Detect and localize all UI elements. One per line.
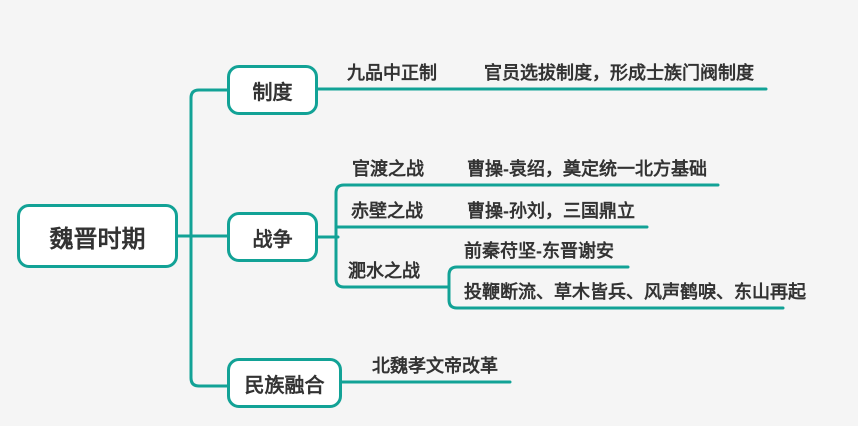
war-bracket-connector [334, 183, 720, 289]
topic-feishui-battle[interactable]: 淝水之战 [348, 261, 420, 281]
branch-node-zhidu[interactable]: 制度 [227, 65, 318, 115]
detail-feishui-idioms[interactable]: 投鞭断流、草木皆兵、风声鹤唳、东山再起 [464, 282, 806, 302]
root-node[interactable]: 魏晋时期 [17, 204, 178, 268]
detail-qianqin-dongjin[interactable]: 前秦苻坚-东晋谢安 [464, 241, 614, 261]
branch-node-minzu-label: 民族融合 [244, 374, 325, 397]
root-node-label: 魏晋时期 [49, 225, 146, 253]
trunk-connector [189, 88, 230, 388]
topic-chibi-battle[interactable]: 赤壁之战 [351, 201, 423, 221]
feishui-children-bracket [447, 265, 785, 310]
branch-node-war[interactable]: 战争 [227, 212, 318, 262]
topic-jiupinzhongzhengzhi[interactable]: 九品中正制 [347, 63, 437, 83]
branch-node-zhidu-label: 制度 [252, 81, 293, 104]
branch-node-war-label: 战争 [252, 228, 293, 251]
detail-caocao-sunliu[interactable]: 曹操-孙刘，三国鼎立 [467, 201, 635, 221]
detail-caocao-yuanshao[interactable]: 曹操-袁绍，奠定统一北方基础 [467, 159, 707, 179]
detail-guanyuan-xuanba[interactable]: 官员选拔制度，形成士族门阀制度 [484, 63, 754, 83]
topic-guandu-battle[interactable]: 官渡之战 [352, 159, 424, 179]
branch-node-minzu[interactable]: 民族融合 [227, 358, 342, 408]
topic-beiwei-reform[interactable]: 北魏孝文帝改革 [372, 356, 498, 376]
